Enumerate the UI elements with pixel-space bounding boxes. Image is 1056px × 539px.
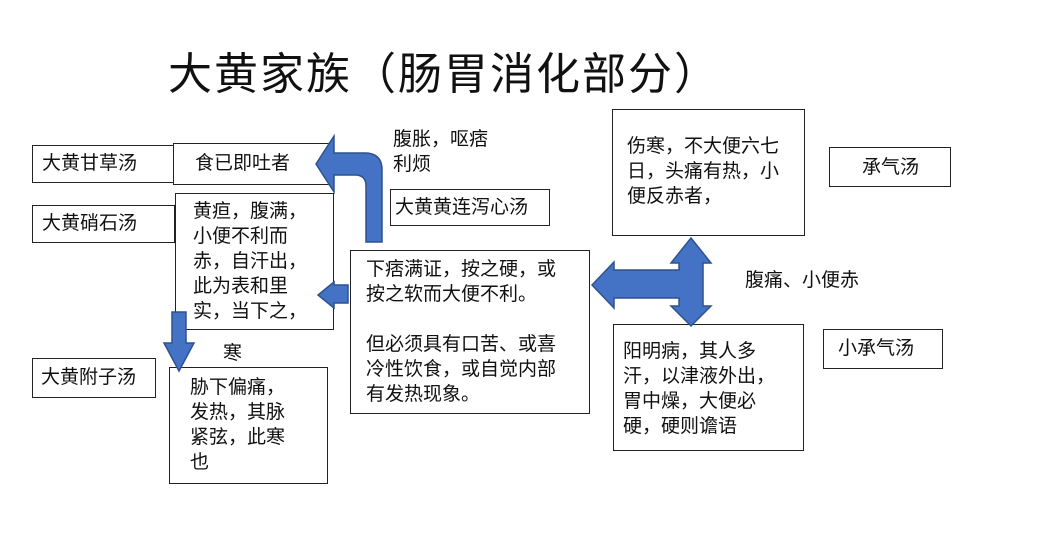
- box-chengqi-tang: 承气汤: [829, 147, 951, 187]
- box-xiao-chengqi-tang: 小承气汤: [823, 329, 943, 369]
- label-futong-xiaobian: 腹痛、小便赤: [745, 269, 860, 291]
- box-dahuang-fuzi-tang: 大黄附子汤: [32, 358, 156, 398]
- box-xiexia-piantong: 胁下偏痛， 发热，其脉 紧弦，此寒 也: [169, 367, 328, 484]
- label-fuzhang-oupi: 腹胀，呕痞 利烦: [393, 128, 489, 175]
- box-yangming: 阳明病，其人多 汗，以津液外出， 胃中燥，大便必 硬，硬则谵语: [613, 324, 804, 451]
- box-dahuang-xiaoshi-tang: 大黄硝石汤: [32, 205, 175, 243]
- box-dahuang-huanglian-xiexin-tang: 大黄黄连泻心汤: [390, 189, 550, 226]
- page-title: 大黄家族（肠胃消化部分）: [168, 49, 720, 100]
- label-han: 寒: [223, 342, 243, 364]
- double-arrow-icon: [590, 236, 713, 328]
- box-dahuang-gancao-tang: 大黄甘草汤: [32, 145, 175, 183]
- box-shi-yi-ji-tu: 食已即吐者: [173, 143, 331, 185]
- box-shanghan: 伤寒，不大便六七 日，头痛有热，小 便反赤者，: [612, 109, 805, 236]
- box-huangdan: 黄疸，腹满， 小便不利而 赤，自汗出， 此为表和里 实，当下之，: [175, 193, 334, 330]
- box-center-piman: 下痞满证，按之硬，或 按之软而大便不利。 但必须具有口苦、或喜 冷性饮食，或自觉…: [350, 250, 590, 414]
